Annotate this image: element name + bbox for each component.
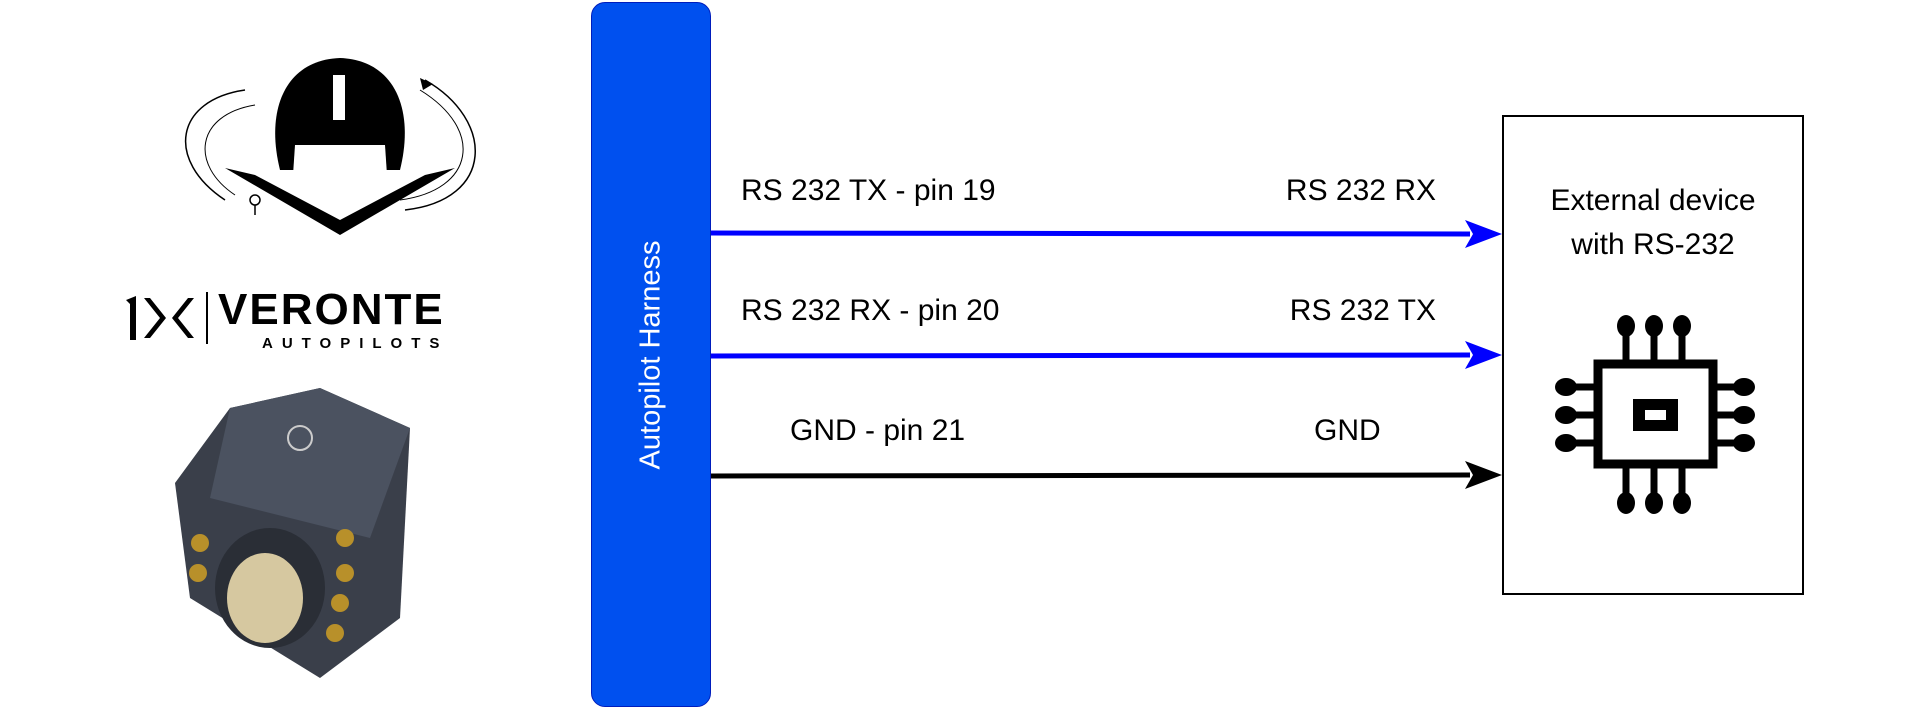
brand-subtitle: AUTOPILOTS [262, 335, 449, 352]
external-device-box: External device with RS-232 [1502, 115, 1804, 595]
connection-rx-arrow [710, 341, 1502, 369]
gnd-left-label: GND - pin 21 [790, 414, 966, 447]
device-title-line2: with RS-232 [1571, 228, 1735, 261]
chip-icon [1555, 315, 1755, 514]
autopilot-harness: Autopilot Harness [591, 2, 711, 707]
tx-right-label: RS 232 RX [1285, 174, 1436, 207]
brand-name: VERONTE [218, 285, 445, 334]
logo-divider [206, 292, 208, 344]
brand-mark-icon [126, 296, 194, 340]
veronte-helmet-logo [184, 58, 476, 235]
device-title-line1: External device [1550, 184, 1756, 217]
connection-tx-arrow [710, 220, 1502, 248]
tx-left-label: RS 232 TX - pin 19 [741, 174, 996, 207]
gnd-right-label: GND [1314, 414, 1381, 447]
rx-left-label: RS 232 RX - pin 20 [741, 294, 1000, 327]
rx-right-label: RS 232 TX [1289, 294, 1436, 327]
veronte-wordmark: VERONTE AUTOPILOTS [122, 288, 562, 356]
connection-gnd-arrow [710, 461, 1502, 489]
autopilot-device-image [175, 388, 410, 678]
